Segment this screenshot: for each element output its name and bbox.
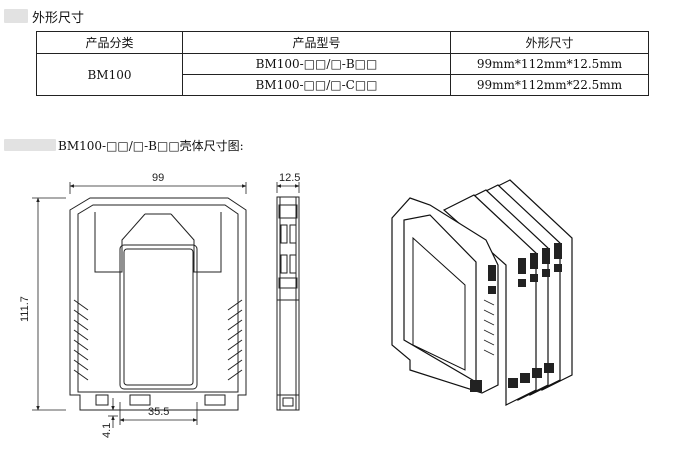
dimension-drawing: 99 111.7 35.5 4.1 12.5: [19, 172, 573, 438]
header-size: 外形尺寸: [450, 31, 649, 54]
base-dimension-label: 35.5: [148, 406, 169, 418]
blurred-prefix: [4, 9, 28, 23]
model-cell: BM100-□□/□-B□□: [182, 53, 451, 75]
header-model: 产品型号: [182, 31, 451, 54]
left-vent-slots: [73, 299, 89, 381]
isometric-terminals: [470, 243, 562, 392]
blurred-prefix: [4, 139, 56, 151]
thickness-dimension-label: 12.5: [279, 172, 300, 184]
header-category: 产品分类: [36, 31, 183, 54]
front-view-dimensions: [32, 182, 247, 428]
size-cell: 99mm*112mm*22.5mm: [450, 74, 649, 96]
table-row: BM100-□□/□-C□□ 99mm*112mm*22.5mm: [37, 74, 649, 96]
table-header-row: 产品分类 产品型号 外形尺寸: [36, 31, 649, 54]
model-cell: BM100-□□/□-C□□: [182, 74, 451, 96]
isometric-modules: [391, 179, 573, 406]
isometric-vents: [483, 299, 495, 356]
right-vent-slots: [227, 299, 243, 381]
spec-table: 产品分类 产品型号 外形尺寸 BM100 BM100-□□/□-B□□ 99mm…: [36, 31, 649, 96]
table-row: BM100 BM100-□□/□-B□□ 99mm*112mm*12.5mm: [36, 53, 649, 96]
offset-dimension-label: 4.1: [101, 423, 113, 438]
side-view-dimensions: [276, 182, 300, 193]
front-view: [69, 197, 247, 411]
category-cell: BM100: [36, 53, 183, 96]
size-cell: 99mm*112mm*12.5mm: [450, 53, 649, 75]
width-dimension-label: 99: [152, 172, 164, 184]
side-view: [276, 196, 300, 411]
section-heading: 外形尺寸: [32, 11, 85, 26]
drawing-caption: BM100-□□/□-B□□壳体尺寸图:: [58, 139, 244, 153]
height-dimension-label: 111.7: [19, 296, 31, 322]
